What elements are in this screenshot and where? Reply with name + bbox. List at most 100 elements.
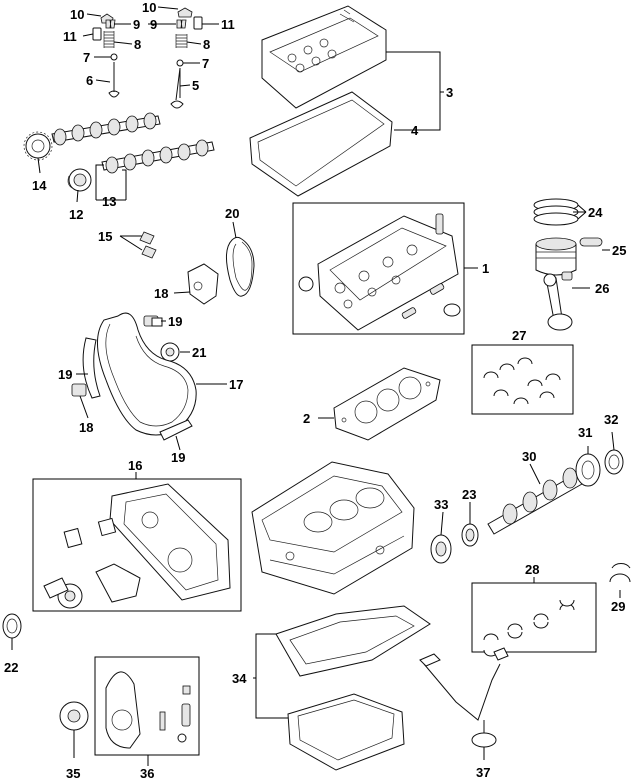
timing-parts-group [71,231,255,441]
timing-cover-box [32,478,242,612]
callout-11: 11 [63,29,77,44]
callout-21: 21 [192,345,206,360]
callout-9: 9 [133,17,140,32]
callout-34: 34 [232,671,247,686]
valve-keeper-left [105,19,116,29]
camshaft-group [23,112,215,192]
callout-18b: 18 [79,420,93,435]
water-pump [43,577,83,609]
tensioner-slipper [71,383,87,397]
timing-chain [96,312,197,436]
callout-11b: 11 [221,17,235,32]
valve-spring-right [175,34,188,48]
callout-labels: 1 2 3 4 5 6 7 7 8 8 9 9 10 10 11 11 12 1… [4,0,626,781]
callout-1: 1 [482,261,489,276]
piston-pin [579,237,603,247]
camshaft-sprocket [23,131,53,161]
callout-17: 17 [229,377,243,392]
callout-12: 12 [69,207,83,222]
thrust-washer [609,563,631,583]
valve-cover-gasket [249,91,393,197]
callout-2: 2 [303,411,310,426]
chain-guide-left [82,337,101,399]
callout-3: 3 [446,85,453,100]
piston [535,237,577,276]
oil-pump-box [94,656,200,756]
callout-7: 7 [83,50,90,65]
crankshaft-sprocket [461,523,479,547]
callout-20: 20 [225,206,239,221]
valve-lifter-left [92,27,102,41]
callout-37: 37 [476,765,490,780]
rod-bearings-box [471,344,574,415]
front-crank-seal [2,613,22,639]
callout-15: 15 [98,229,112,244]
callout-31: 31 [578,425,592,440]
callout-19: 19 [168,314,182,329]
callout-30: 30 [522,449,536,464]
callout-22: 22 [4,660,18,675]
chain-guide-bolts [139,231,157,259]
cylinder-head-gasket [333,367,441,441]
callout-28: 28 [525,562,539,577]
valve-cover [261,5,387,109]
callout-7b: 7 [202,56,209,71]
callout-8b: 8 [203,37,210,52]
rear-main-seal [604,449,624,475]
callout-8: 8 [134,37,141,52]
chain-guide-lower [159,419,193,441]
callout-13: 13 [102,194,116,209]
balance-chain [226,236,255,297]
valve-seal-left [110,53,118,61]
callout-4: 4 [411,123,419,138]
valve-lifter-right [193,16,203,30]
idler-gear [160,342,180,362]
oil-pan-upper [275,605,431,677]
callout-26: 26 [595,281,609,296]
callout-24: 24 [588,205,603,220]
engine-block [251,461,415,595]
callout-18: 18 [154,286,168,301]
rod-bearing-set [483,357,561,405]
callout-32: 32 [604,412,618,427]
callout-36: 36 [140,766,154,781]
connecting-rod [543,271,573,331]
intake-camshaft [51,112,161,146]
oil-pump-rotor [59,701,89,731]
main-bearing-set [483,599,575,657]
variable-valve-timing-sprocket [67,168,92,192]
oil-pickup-tube [419,647,509,748]
callout-14: 14 [32,178,47,193]
valve-train-group [92,7,203,109]
callout-29: 29 [611,599,625,614]
exhaust-camshaft [101,139,215,174]
chain-tensioner-bracket [187,263,219,305]
callout-6: 6 [86,73,93,88]
crankshaft-pulley [430,534,452,564]
callout-35: 35 [66,766,80,781]
callout-19c: 19 [171,450,185,465]
crankshaft [487,467,583,535]
leader-lines [11,6,621,766]
piston-rings [533,198,579,226]
valve-keeper-right [176,19,187,29]
rear-seal-retainer [575,453,601,487]
callout-33: 33 [434,497,448,512]
chain-tensioner [143,315,163,327]
callout-10b: 10 [142,0,156,15]
valve-spring-left [103,31,115,48]
callout-9b: 9 [150,17,157,32]
callout-19b: 19 [58,367,72,382]
oil-pan-lower [287,693,405,771]
exhaust-valve [170,68,184,109]
callout-10: 10 [70,7,84,22]
timing-cover-set [43,483,231,609]
callout-25: 25 [612,243,626,258]
callout-5: 5 [192,78,199,93]
valve-lash-cap-right [177,7,193,18]
callout-23: 23 [462,487,476,502]
valve-cover-group [249,5,393,197]
main-bearings-box [471,582,597,653]
callout-27: 27 [512,328,526,343]
valve-seal-right [176,59,184,67]
